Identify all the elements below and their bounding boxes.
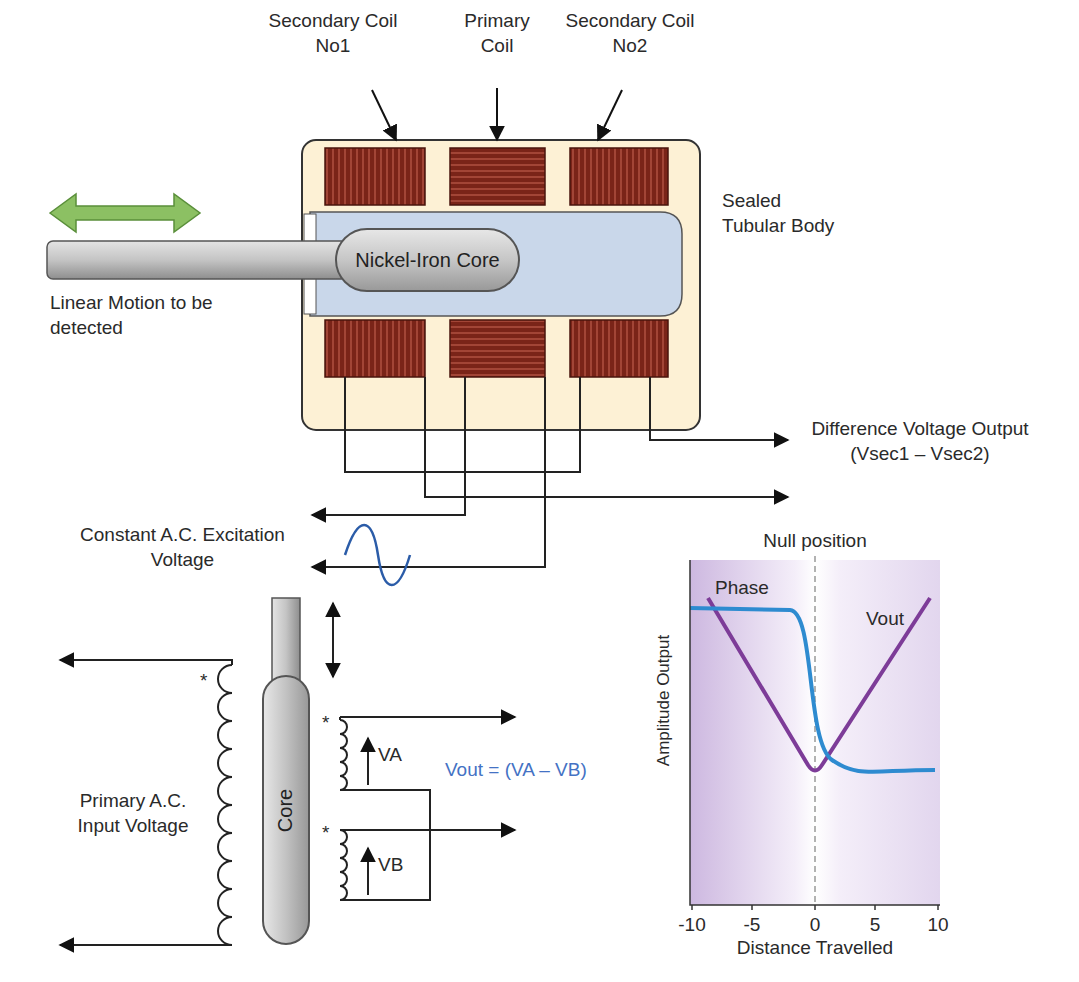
chart-axes — [690, 560, 940, 905]
part-label: Primary Coil — [447, 8, 547, 58]
axis-ticks — [692, 905, 938, 910]
tick-label: 5 — [855, 912, 895, 937]
axis-title: Distance Travelled — [735, 935, 895, 960]
sine-symbol — [345, 525, 410, 585]
tick-label: -10 — [672, 912, 712, 937]
tick-label: -5 — [732, 912, 772, 937]
core-symbol: Core — [262, 675, 310, 945]
signal-name: VB — [378, 852, 418, 877]
node-text: Nickel-Iron Core — [355, 249, 499, 272]
part-label: Secondary Coil No2 — [560, 8, 700, 58]
vout-curve — [708, 598, 930, 771]
chart-label: Null position — [745, 528, 885, 553]
wires — [312, 377, 788, 567]
push-rod — [47, 241, 347, 279]
polarity-dot: * — [322, 820, 336, 845]
null-line — [814, 556, 816, 905]
core-rod — [272, 598, 300, 682]
part-label: Sealed Tubular Body — [722, 188, 842, 238]
polarity-dot: * — [200, 668, 214, 693]
motion-label: Linear Motion to be detected — [50, 290, 230, 340]
motion-arrow — [50, 194, 200, 232]
polarity-dot: * — [322, 710, 336, 735]
signal-label: Difference Voltage Output (Vsec1 – Vsec2… — [800, 416, 1040, 466]
tubular-body — [302, 140, 700, 430]
tick-label: 0 — [795, 912, 835, 937]
part-label: Secondary Coil No1 — [263, 8, 403, 58]
tick-label: 10 — [918, 912, 958, 937]
leader-arrows — [372, 88, 622, 140]
core-body: Nickel-Iron Core — [335, 228, 520, 292]
signal-label: Constant A.C. Excitation Voltage — [75, 522, 290, 572]
phase-curve — [690, 608, 935, 772]
signal-name: VA — [378, 742, 418, 767]
output-equation: Vout = (VA – VB) — [445, 757, 645, 782]
curve-label: Phase — [715, 575, 785, 600]
bore — [310, 212, 682, 316]
curve-label: Vout — [866, 606, 926, 631]
axis-title: Amplitude Output — [651, 626, 676, 776]
node-text: Core — [274, 788, 297, 831]
signal-label: Primary A.C. Input Voltage — [68, 788, 198, 838]
